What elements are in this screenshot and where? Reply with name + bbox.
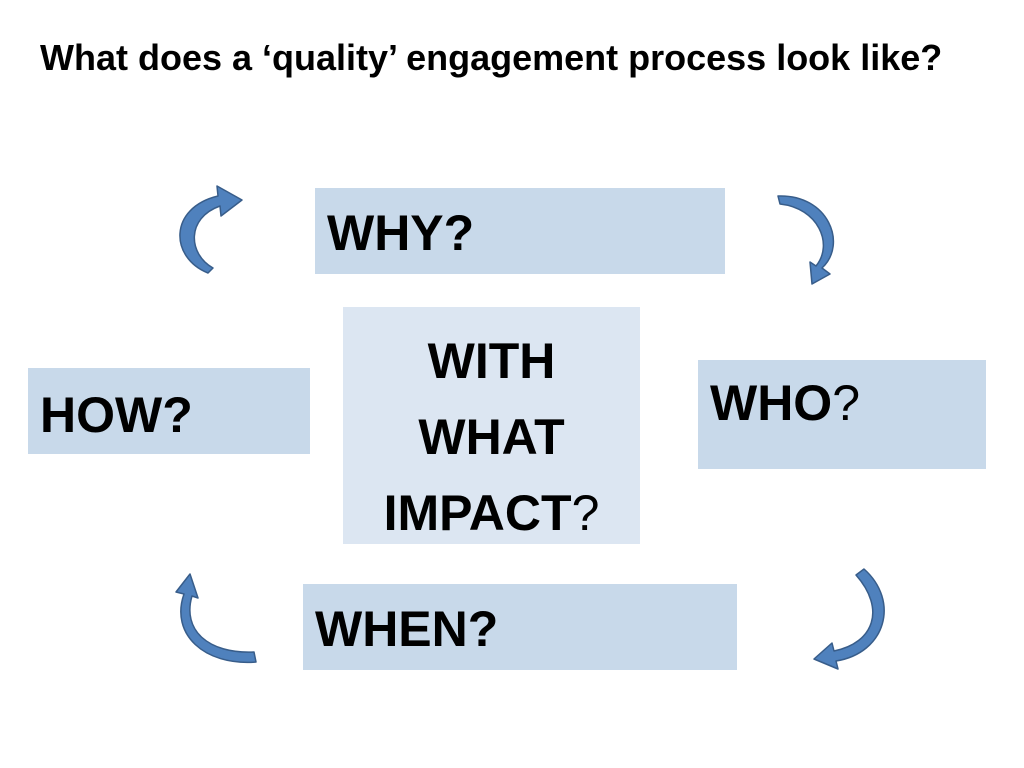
who-label: WHO xyxy=(710,375,833,431)
how-label: HOW? xyxy=(40,387,193,443)
when-box: WHEN? xyxy=(303,584,737,670)
curved-arrow-top-left-icon xyxy=(179,185,243,274)
curved-arrow-top-right-icon xyxy=(777,195,835,285)
center-line-3: IMPACT? xyxy=(343,475,640,551)
center-line-1: WITH xyxy=(427,333,556,389)
center-impact-box: WITH WHAT IMPACT? xyxy=(343,307,640,544)
who-box: WHO? xyxy=(698,360,986,469)
who-question-mark: ? xyxy=(832,375,861,431)
center-question-mark: ? xyxy=(571,485,600,541)
why-label: WHY? xyxy=(327,205,475,261)
curved-arrow-bottom-left-icon xyxy=(175,573,257,664)
center-line-2: WHAT xyxy=(418,409,565,465)
when-label: WHEN? xyxy=(315,601,499,657)
curved-arrow-bottom-right-icon xyxy=(813,568,885,670)
why-box: WHY? xyxy=(315,188,725,274)
slide-title: What does a ‘quality’ engagement process… xyxy=(40,37,943,78)
how-box: HOW? xyxy=(28,368,310,454)
center-line-3-text: IMPACT xyxy=(383,485,572,541)
